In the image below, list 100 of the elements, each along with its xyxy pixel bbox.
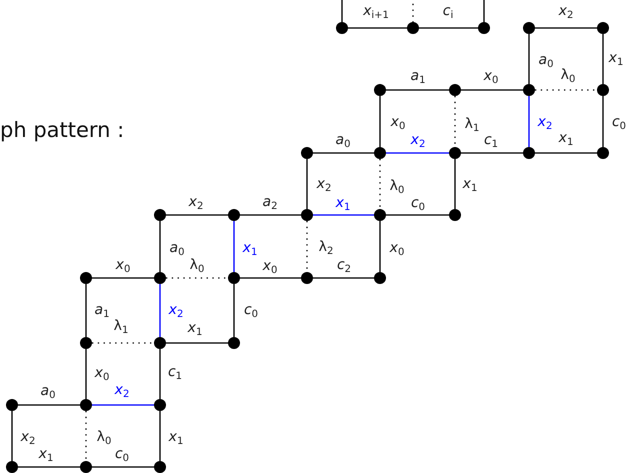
vertex-dot — [449, 209, 461, 221]
dotted-edge — [92, 342, 154, 344]
edge-label: x$_{2}$ — [538, 114, 552, 130]
vertex-dot — [301, 272, 313, 284]
vertex-dot — [449, 84, 461, 96]
vertex-dot — [523, 84, 535, 96]
vertex-dot — [80, 399, 92, 411]
graph-edge — [348, 27, 407, 29]
edge-label: x$_{0}$ — [94, 365, 110, 381]
edge-label: x$_{2}$ — [410, 132, 426, 148]
edge-label: x$_{0}$ — [116, 257, 130, 273]
graph-edge — [18, 466, 80, 468]
vertex-dot — [597, 147, 609, 159]
dotted-edge — [85, 411, 87, 461]
graph-edge — [602, 34, 604, 84]
graph-edge — [461, 152, 523, 154]
graph-edge — [85, 284, 87, 337]
vertex-dot — [80, 461, 92, 473]
graph-edge — [159, 221, 161, 272]
edge-label: x$_{1}$ — [188, 320, 202, 336]
edge-label: c$_{2}$ — [336, 257, 352, 273]
graph-edge — [419, 27, 478, 29]
edge-label: x$_{2}$ — [316, 176, 332, 192]
vertex-dot — [597, 22, 609, 34]
graph-edge — [341, 0, 343, 22]
graph-edge — [159, 349, 161, 399]
edge-label: x$_{0}$ — [390, 114, 406, 130]
vertex-dot — [449, 147, 461, 159]
graph-edge — [92, 277, 154, 279]
caption-text: ph pattern : — [0, 117, 124, 143]
graph-edge — [306, 159, 308, 209]
edge-label: x$_{1}$ — [336, 195, 350, 211]
edge-label: a$_{0}$ — [336, 132, 350, 148]
edge-label: c$_{0}$ — [114, 446, 130, 462]
edge-label: x$_{1}$ — [462, 176, 478, 192]
vertex-dot — [154, 399, 166, 411]
graph-edge — [528, 96, 530, 147]
edge-label: λ$_{0}$ — [190, 257, 204, 273]
vertex-dot — [301, 147, 313, 159]
edge-label: x$_{2}$ — [20, 429, 36, 445]
vertex-dot — [228, 209, 240, 221]
graph-edge — [379, 221, 381, 272]
edge-label: x$_{2}$ — [168, 302, 184, 318]
vertex-dot — [374, 84, 386, 96]
edge-label: λ$_{0}$ — [390, 178, 404, 194]
graph-edge — [233, 221, 235, 272]
vertex-dot — [523, 147, 535, 159]
vertex-dot — [301, 209, 313, 221]
vertex-dot — [374, 272, 386, 284]
graph-edge — [159, 284, 161, 337]
graph-edge — [454, 159, 456, 209]
edge-label: λ$_{1}$ — [114, 318, 128, 334]
vertex-dot — [154, 209, 166, 221]
graph-edge — [159, 411, 161, 461]
graph-edge — [386, 89, 449, 91]
graph-edge — [166, 214, 228, 216]
edge-label: λ$_{0}$ — [560, 67, 576, 83]
graph-edge — [92, 466, 154, 468]
graph-edge — [528, 34, 530, 84]
vertex-dot — [523, 22, 535, 34]
edge-label: a$_{2}$ — [262, 194, 278, 210]
vertex-dot — [6, 399, 18, 411]
graph-edge — [92, 404, 154, 406]
edge-label: a$_{0}$ — [538, 52, 554, 68]
vertex-dot — [407, 22, 419, 34]
edge-label: x$_{2}$ — [188, 194, 204, 210]
edge-label: a$_{1}$ — [94, 302, 110, 318]
edge-label: c$_{0}$ — [244, 302, 258, 318]
vertex-dot — [154, 461, 166, 473]
vertex-dot — [80, 272, 92, 284]
edge-label: a$_{1}$ — [410, 68, 426, 84]
vertex-dot — [80, 337, 92, 349]
graph-edge — [233, 284, 235, 337]
edge-label: a$_{0}$ — [170, 240, 184, 256]
edge-label: c$_{1}$ — [484, 132, 498, 148]
vertex-dot — [374, 147, 386, 159]
vertex-dot — [154, 337, 166, 349]
graph-edge — [166, 342, 228, 344]
edge-label: x$_{0}$ — [390, 240, 404, 256]
edge-label: λ$_{1}$ — [464, 116, 480, 132]
graph-edge — [313, 277, 374, 279]
graph-edge — [386, 152, 449, 154]
edge-label: a$_{0}$ — [40, 383, 56, 399]
dotted-edge — [535, 89, 597, 91]
vertex-dot — [228, 337, 240, 349]
vertex-dot — [228, 272, 240, 284]
edge-label: x$_{1}$ — [608, 50, 624, 66]
edge-label: c$_{1}$ — [168, 364, 182, 380]
vertex-dot — [597, 84, 609, 96]
dotted-edge — [166, 277, 228, 279]
graph-edge — [602, 96, 604, 147]
graph-edge — [483, 0, 485, 22]
graph-edge — [313, 152, 374, 154]
graph-edge — [313, 214, 374, 216]
edge-label: x$_{1}$ — [558, 130, 574, 146]
graph-edge — [85, 349, 87, 399]
edge-label: c$_{0}$ — [612, 114, 626, 130]
edge-label: c$_{i}$ — [442, 3, 454, 19]
edge-label: x$_{i+1}$ — [363, 3, 389, 19]
graph-edge — [379, 96, 381, 147]
